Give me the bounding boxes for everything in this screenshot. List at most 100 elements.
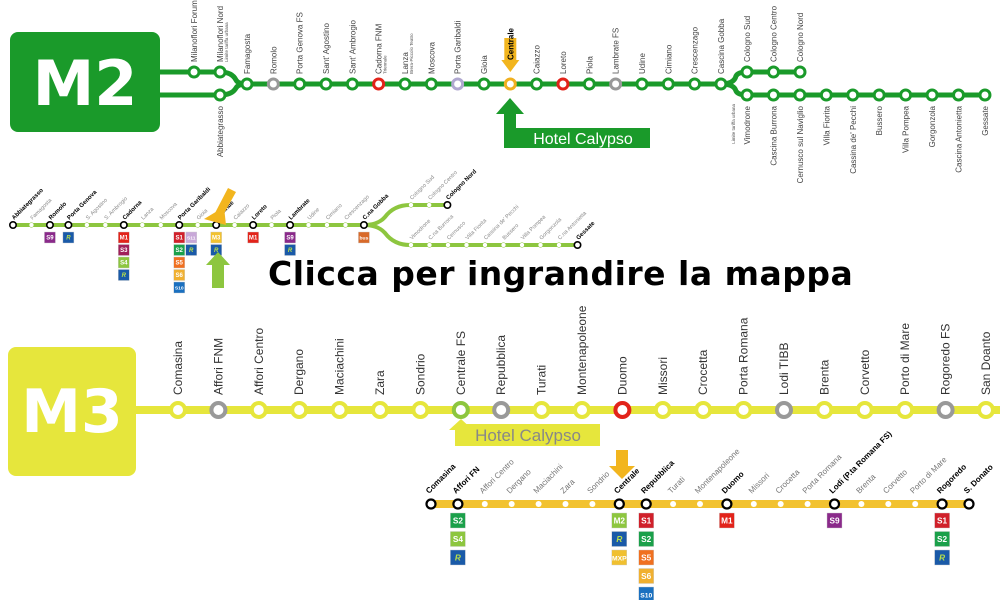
station-marker[interactable] <box>481 501 488 507</box>
station-marker[interactable] <box>119 221 128 230</box>
station-marker[interactable] <box>359 221 368 230</box>
station-marker[interactable] <box>371 401 389 419</box>
station-marker[interactable] <box>661 77 675 91</box>
station-marker[interactable] <box>963 498 975 510</box>
station-marker[interactable] <box>426 202 432 208</box>
station-marker[interactable] <box>556 242 562 248</box>
station-marker[interactable] <box>609 77 623 91</box>
station-marker[interactable] <box>977 401 995 419</box>
station-marker[interactable] <box>589 501 596 507</box>
station-marker[interactable] <box>64 221 73 230</box>
station-marker[interactable] <box>424 77 438 91</box>
station-marker[interactable] <box>815 401 834 419</box>
station-marker[interactable] <box>175 221 184 230</box>
station-marker[interactable] <box>482 242 488 248</box>
station-marker[interactable] <box>793 88 807 102</box>
station-marker[interactable] <box>858 501 865 507</box>
station-marker[interactable] <box>477 77 491 91</box>
station-marker[interactable] <box>670 501 677 507</box>
m3-logo[interactable] <box>8 347 136 476</box>
station-marker[interactable] <box>535 501 542 507</box>
station-marker[interactable] <box>503 77 517 91</box>
station-marker[interactable] <box>694 401 713 419</box>
station-marker[interactable] <box>804 501 811 507</box>
station-marker[interactable] <box>286 221 295 230</box>
station-marker[interactable] <box>936 401 955 419</box>
station-marker[interactable] <box>398 77 412 91</box>
station-marker[interactable] <box>240 77 254 91</box>
station-marker[interactable] <box>500 242 507 248</box>
station-marker[interactable] <box>319 77 333 91</box>
station-marker[interactable] <box>249 401 268 419</box>
station-marker[interactable] <box>714 77 728 91</box>
station-marker[interactable] <box>828 498 841 510</box>
station-marker[interactable] <box>324 222 330 228</box>
station-marker[interactable] <box>952 88 966 102</box>
station-marker[interactable] <box>688 77 702 91</box>
station-marker[interactable] <box>451 77 465 91</box>
station-marker[interactable] <box>613 498 625 510</box>
station-marker[interactable] <box>426 242 433 248</box>
station-marker[interactable] <box>573 401 591 419</box>
station-marker[interactable] <box>443 201 452 210</box>
station-marker[interactable] <box>936 498 948 510</box>
station-marker[interactable] <box>102 222 108 228</box>
station-marker[interactable] <box>345 77 359 91</box>
station-marker[interactable] <box>635 77 649 91</box>
m2-logo[interactable] <box>10 32 160 132</box>
station-marker[interactable] <box>293 77 307 91</box>
station-marker[interactable] <box>84 222 90 228</box>
station-marker[interactable] <box>445 242 451 248</box>
station-marker[interactable] <box>187 65 201 79</box>
station-marker[interactable] <box>158 222 164 228</box>
station-marker[interactable] <box>411 401 430 419</box>
station-marker[interactable] <box>330 401 349 419</box>
station-marker[interactable] <box>45 221 54 230</box>
station-marker[interactable] <box>750 501 757 507</box>
station-marker[interactable] <box>767 65 780 79</box>
station-marker[interactable] <box>819 88 833 102</box>
station-marker[interactable] <box>519 242 525 248</box>
station-marker[interactable] <box>734 401 753 419</box>
station-marker[interactable] <box>452 498 464 510</box>
station-marker[interactable] <box>372 77 386 91</box>
station-marker[interactable] <box>290 401 309 419</box>
station-marker[interactable] <box>925 88 939 102</box>
station-marker[interactable] <box>451 401 470 419</box>
station-marker[interactable] <box>846 88 860 102</box>
station-marker[interactable] <box>266 77 280 91</box>
station-marker[interactable] <box>721 498 733 510</box>
station-marker[interactable] <box>249 221 258 230</box>
station-marker[interactable] <box>139 222 145 228</box>
station-marker[interactable] <box>872 88 886 102</box>
station-marker[interactable] <box>653 401 672 419</box>
station-marker[interactable] <box>408 242 414 248</box>
station-marker[interactable] <box>9 221 18 230</box>
station-marker[interactable] <box>855 401 874 419</box>
station-marker[interactable] <box>213 88 227 102</box>
station-marker[interactable] <box>408 202 414 208</box>
station-marker[interactable] <box>537 242 544 248</box>
station-marker[interactable] <box>573 241 582 250</box>
station-marker[interactable] <box>213 65 227 79</box>
station-marker[interactable] <box>740 88 754 102</box>
enlarge-map-link[interactable]: Clicca per ingrandire la mappa <box>268 254 854 293</box>
station-marker[interactable] <box>268 222 275 228</box>
station-marker[interactable] <box>169 401 187 419</box>
station-marker[interactable] <box>896 401 915 419</box>
station-marker[interactable] <box>697 501 703 507</box>
station-marker[interactable] <box>532 401 551 419</box>
station-marker[interactable] <box>556 77 570 91</box>
station-marker[interactable] <box>463 242 470 248</box>
station-marker[interactable] <box>562 501 569 507</box>
station-marker[interactable] <box>195 222 201 228</box>
station-marker[interactable] <box>640 498 652 510</box>
station-marker[interactable] <box>582 77 596 91</box>
station-marker[interactable] <box>740 65 754 79</box>
station-marker[interactable] <box>793 65 807 79</box>
station-marker[interactable] <box>305 222 312 228</box>
station-marker[interactable] <box>766 88 780 102</box>
